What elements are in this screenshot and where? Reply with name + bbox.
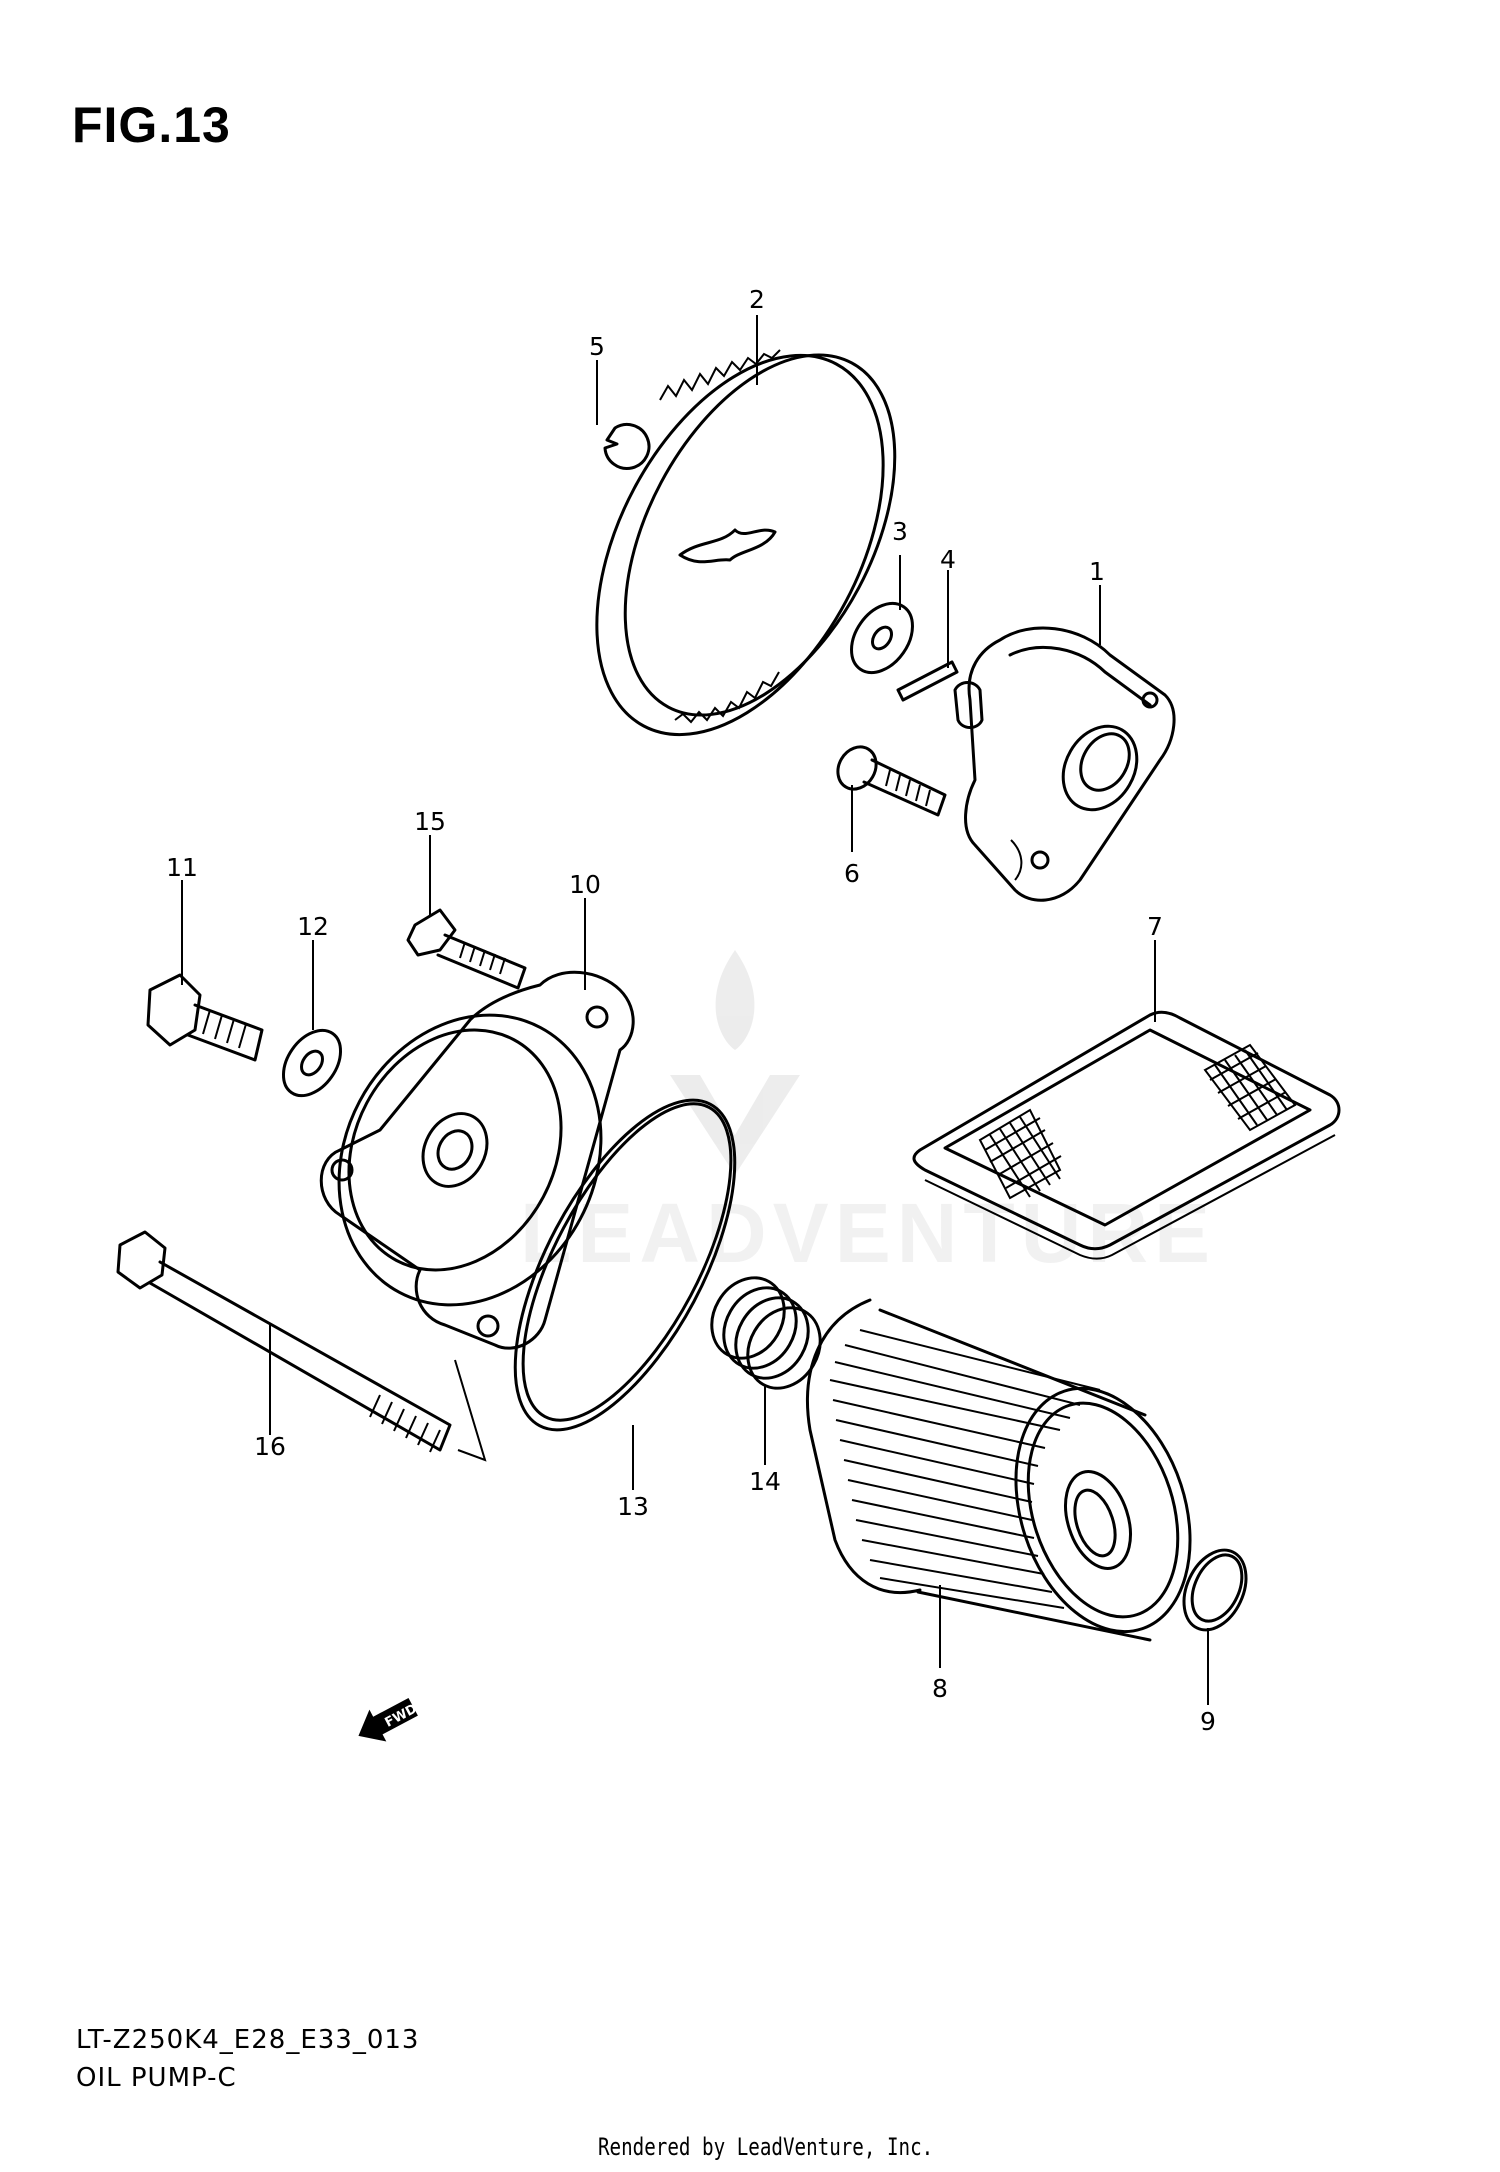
part-11-bolt[interactable]	[146, 973, 264, 1062]
watermark-logo-icon	[670, 950, 800, 1175]
part-3-washer[interactable]	[839, 592, 925, 684]
rendered-by-credit: Rendered by LeadVenture, Inc.	[598, 2133, 934, 2161]
part-13-o-ring[interactable]	[471, 1068, 780, 1463]
part-2-oil-pump-driven-gear[interactable]	[538, 308, 951, 783]
callout-10: 10	[569, 870, 601, 899]
diagram-code: LT-Z250K4_E28_E33_013	[76, 2025, 420, 2055]
part-8-oil-filter[interactable]	[806, 1298, 1220, 1654]
callout-5: 5	[589, 332, 605, 361]
callout-numbers: 1 2 3 4 5 6 7 8 9 10 11 12 13 14 15 16	[166, 285, 1216, 1736]
diagram-caption: OIL PUMP-C	[76, 2063, 237, 2093]
callout-2: 2	[749, 285, 765, 314]
part-9-o-ring[interactable]	[1172, 1540, 1258, 1640]
callout-12: 12	[297, 912, 329, 941]
callout-11: 11	[166, 853, 198, 882]
callout-9: 9	[1200, 1707, 1216, 1736]
part-5-e-clip[interactable]	[603, 423, 651, 470]
part-14-spring[interactable]	[698, 1265, 835, 1402]
part-16-long-bolt[interactable]	[116, 1230, 452, 1453]
figure-title: FIG.13	[72, 97, 231, 153]
part-4-pin[interactable]	[896, 660, 959, 702]
part-10-oil-filter-cap[interactable]	[289, 969, 651, 1462]
callout-7: 7	[1147, 912, 1163, 941]
part-15-bolt[interactable]	[406, 908, 527, 990]
leader-lines	[181, 315, 1209, 1705]
part-1-oil-pump[interactable]	[953, 626, 1176, 902]
part-7-oil-strainer[interactable]	[912, 1010, 1341, 1260]
callout-8: 8	[932, 1674, 948, 1703]
part-6-bolt[interactable]	[830, 740, 947, 817]
callout-15: 15	[414, 807, 446, 836]
callout-13: 13	[617, 1492, 649, 1521]
part-12-washer[interactable]	[272, 1020, 353, 1107]
callout-3: 3	[892, 517, 908, 546]
callout-4: 4	[940, 545, 956, 574]
callout-14: 14	[749, 1467, 781, 1496]
callout-6: 6	[844, 859, 860, 888]
callout-1: 1	[1089, 557, 1105, 586]
fwd-arrow-icon: FWD	[358, 1697, 420, 1742]
watermark: LEADVENTURE	[520, 1186, 1217, 1280]
callout-16: 16	[254, 1432, 286, 1461]
